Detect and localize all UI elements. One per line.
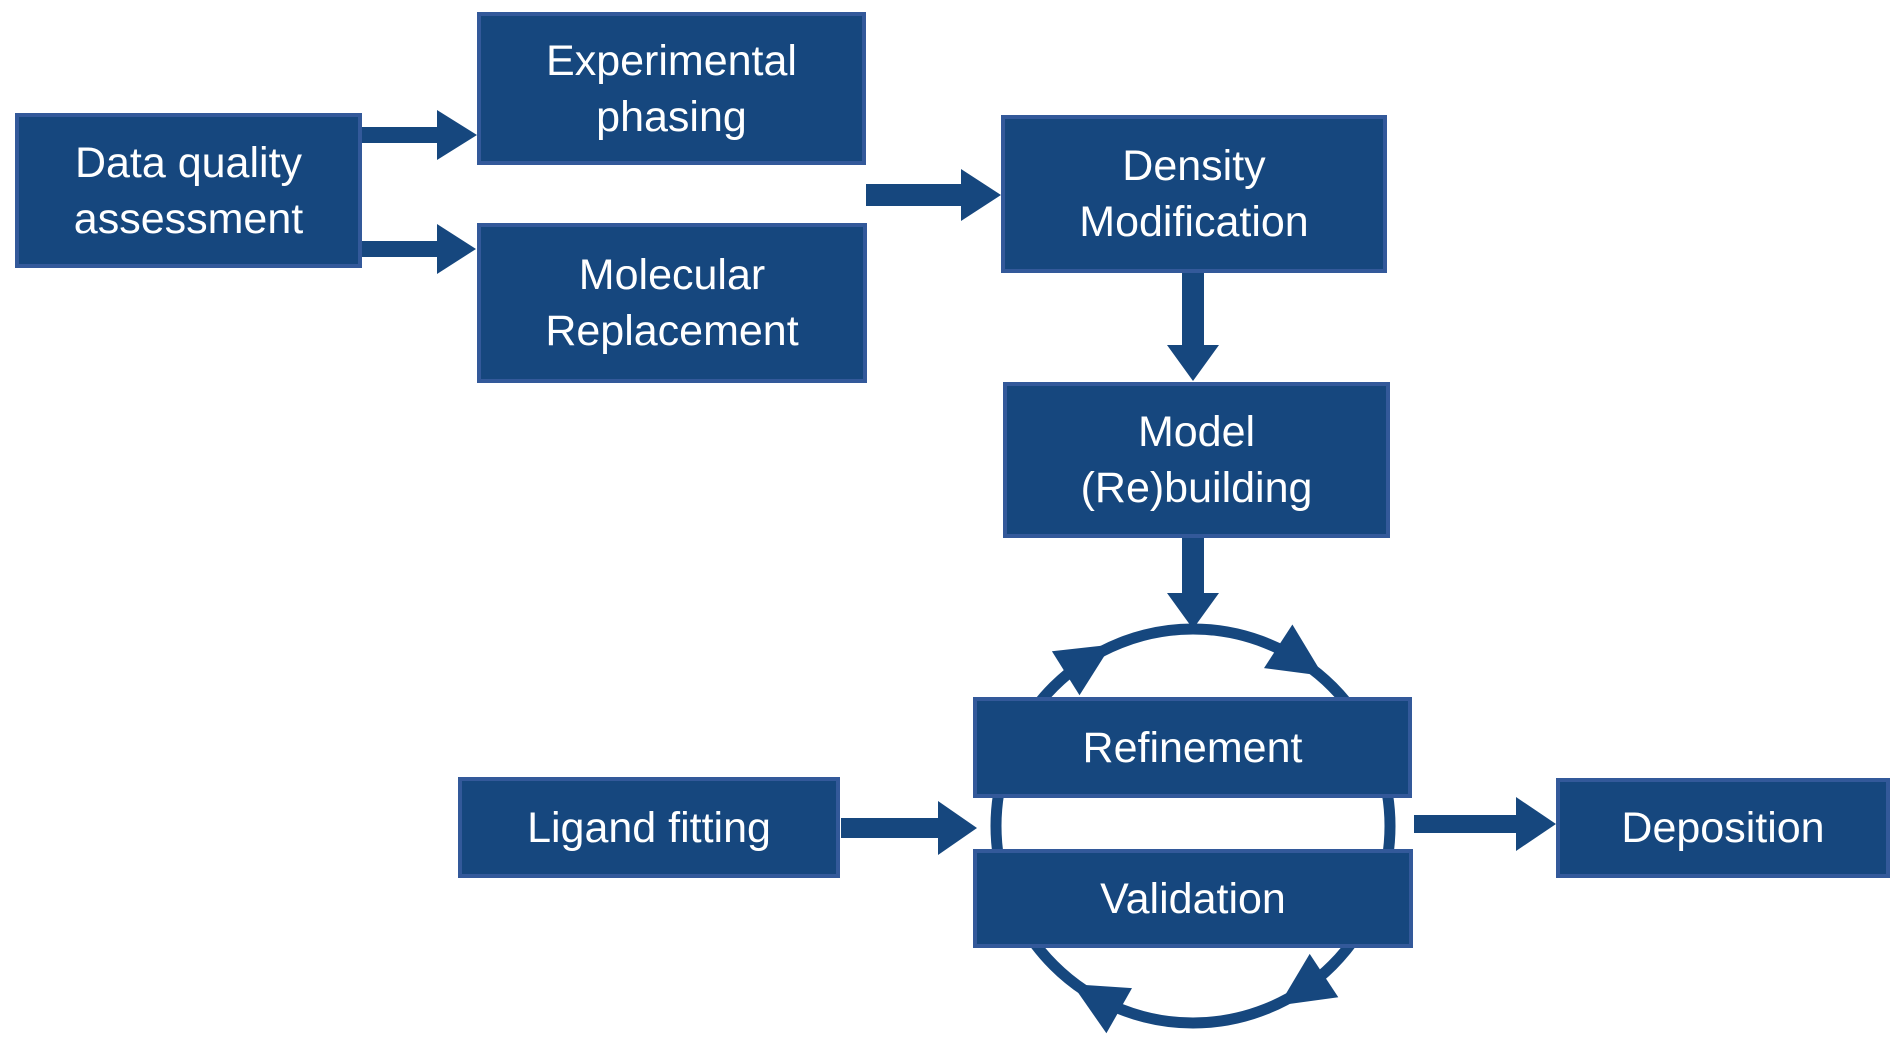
refinement-validation-cycle-circle (990, 623, 1396, 1029)
node-data-quality-assessment: Data quality assessment (15, 113, 362, 268)
node-label-line: Density (1122, 142, 1266, 190)
arrow-model-rebuilding-to-cycle (1167, 538, 1219, 629)
node-label-line: Replacement (545, 307, 799, 355)
node-label-line: Molecular (578, 251, 766, 299)
cycle-arrowhead-bottom-left-icon (1072, 984, 1132, 1034)
node-density-modification: Density Modification (1001, 115, 1387, 273)
arrow-ligand-fitting-to-cycle (841, 801, 977, 855)
arrow-phasing-to-density-modification (866, 169, 1001, 221)
node-label-line: Model (1137, 408, 1256, 456)
node-label-line: phasing (596, 92, 747, 141)
arrow-cycle-to-deposition (1414, 797, 1556, 851)
node-label-line: Data quality (74, 138, 303, 187)
node-label-line: (Re)building (1080, 464, 1313, 512)
node-molecular-replacement: Molecular Replacement (477, 223, 867, 383)
cycle-arrowhead-top-left-icon (1051, 644, 1112, 696)
arrow-data-quality-to-experimental-phasing (362, 110, 477, 160)
node-label-line: Modification (1079, 198, 1309, 246)
node-label-line: Refinement (1082, 723, 1303, 772)
node-refinement: Refinement (973, 697, 1412, 798)
arrow-data-quality-to-molecular-replacement (362, 224, 476, 274)
node-label-line: Experimental (546, 36, 797, 85)
node-label-line: assessment (73, 194, 304, 243)
node-label-line: Validation (1100, 874, 1286, 923)
node-model-rebuilding: Model (Re)building (1003, 382, 1390, 538)
node-deposition: Deposition (1556, 778, 1890, 878)
cycle-arrowhead-bottom-right-icon (1279, 953, 1339, 1006)
node-validation: Validation (973, 849, 1413, 948)
node-experimental-phasing: Experimental phasing (477, 12, 866, 165)
node-label-line: Deposition (1621, 804, 1825, 852)
node-label-line: Ligand fitting (527, 803, 771, 852)
node-ligand-fitting: Ligand fitting (458, 777, 840, 878)
cycle-arrowhead-top-right-icon (1264, 624, 1324, 676)
arrow-density-modification-to-model-rebuilding (1167, 273, 1219, 381)
